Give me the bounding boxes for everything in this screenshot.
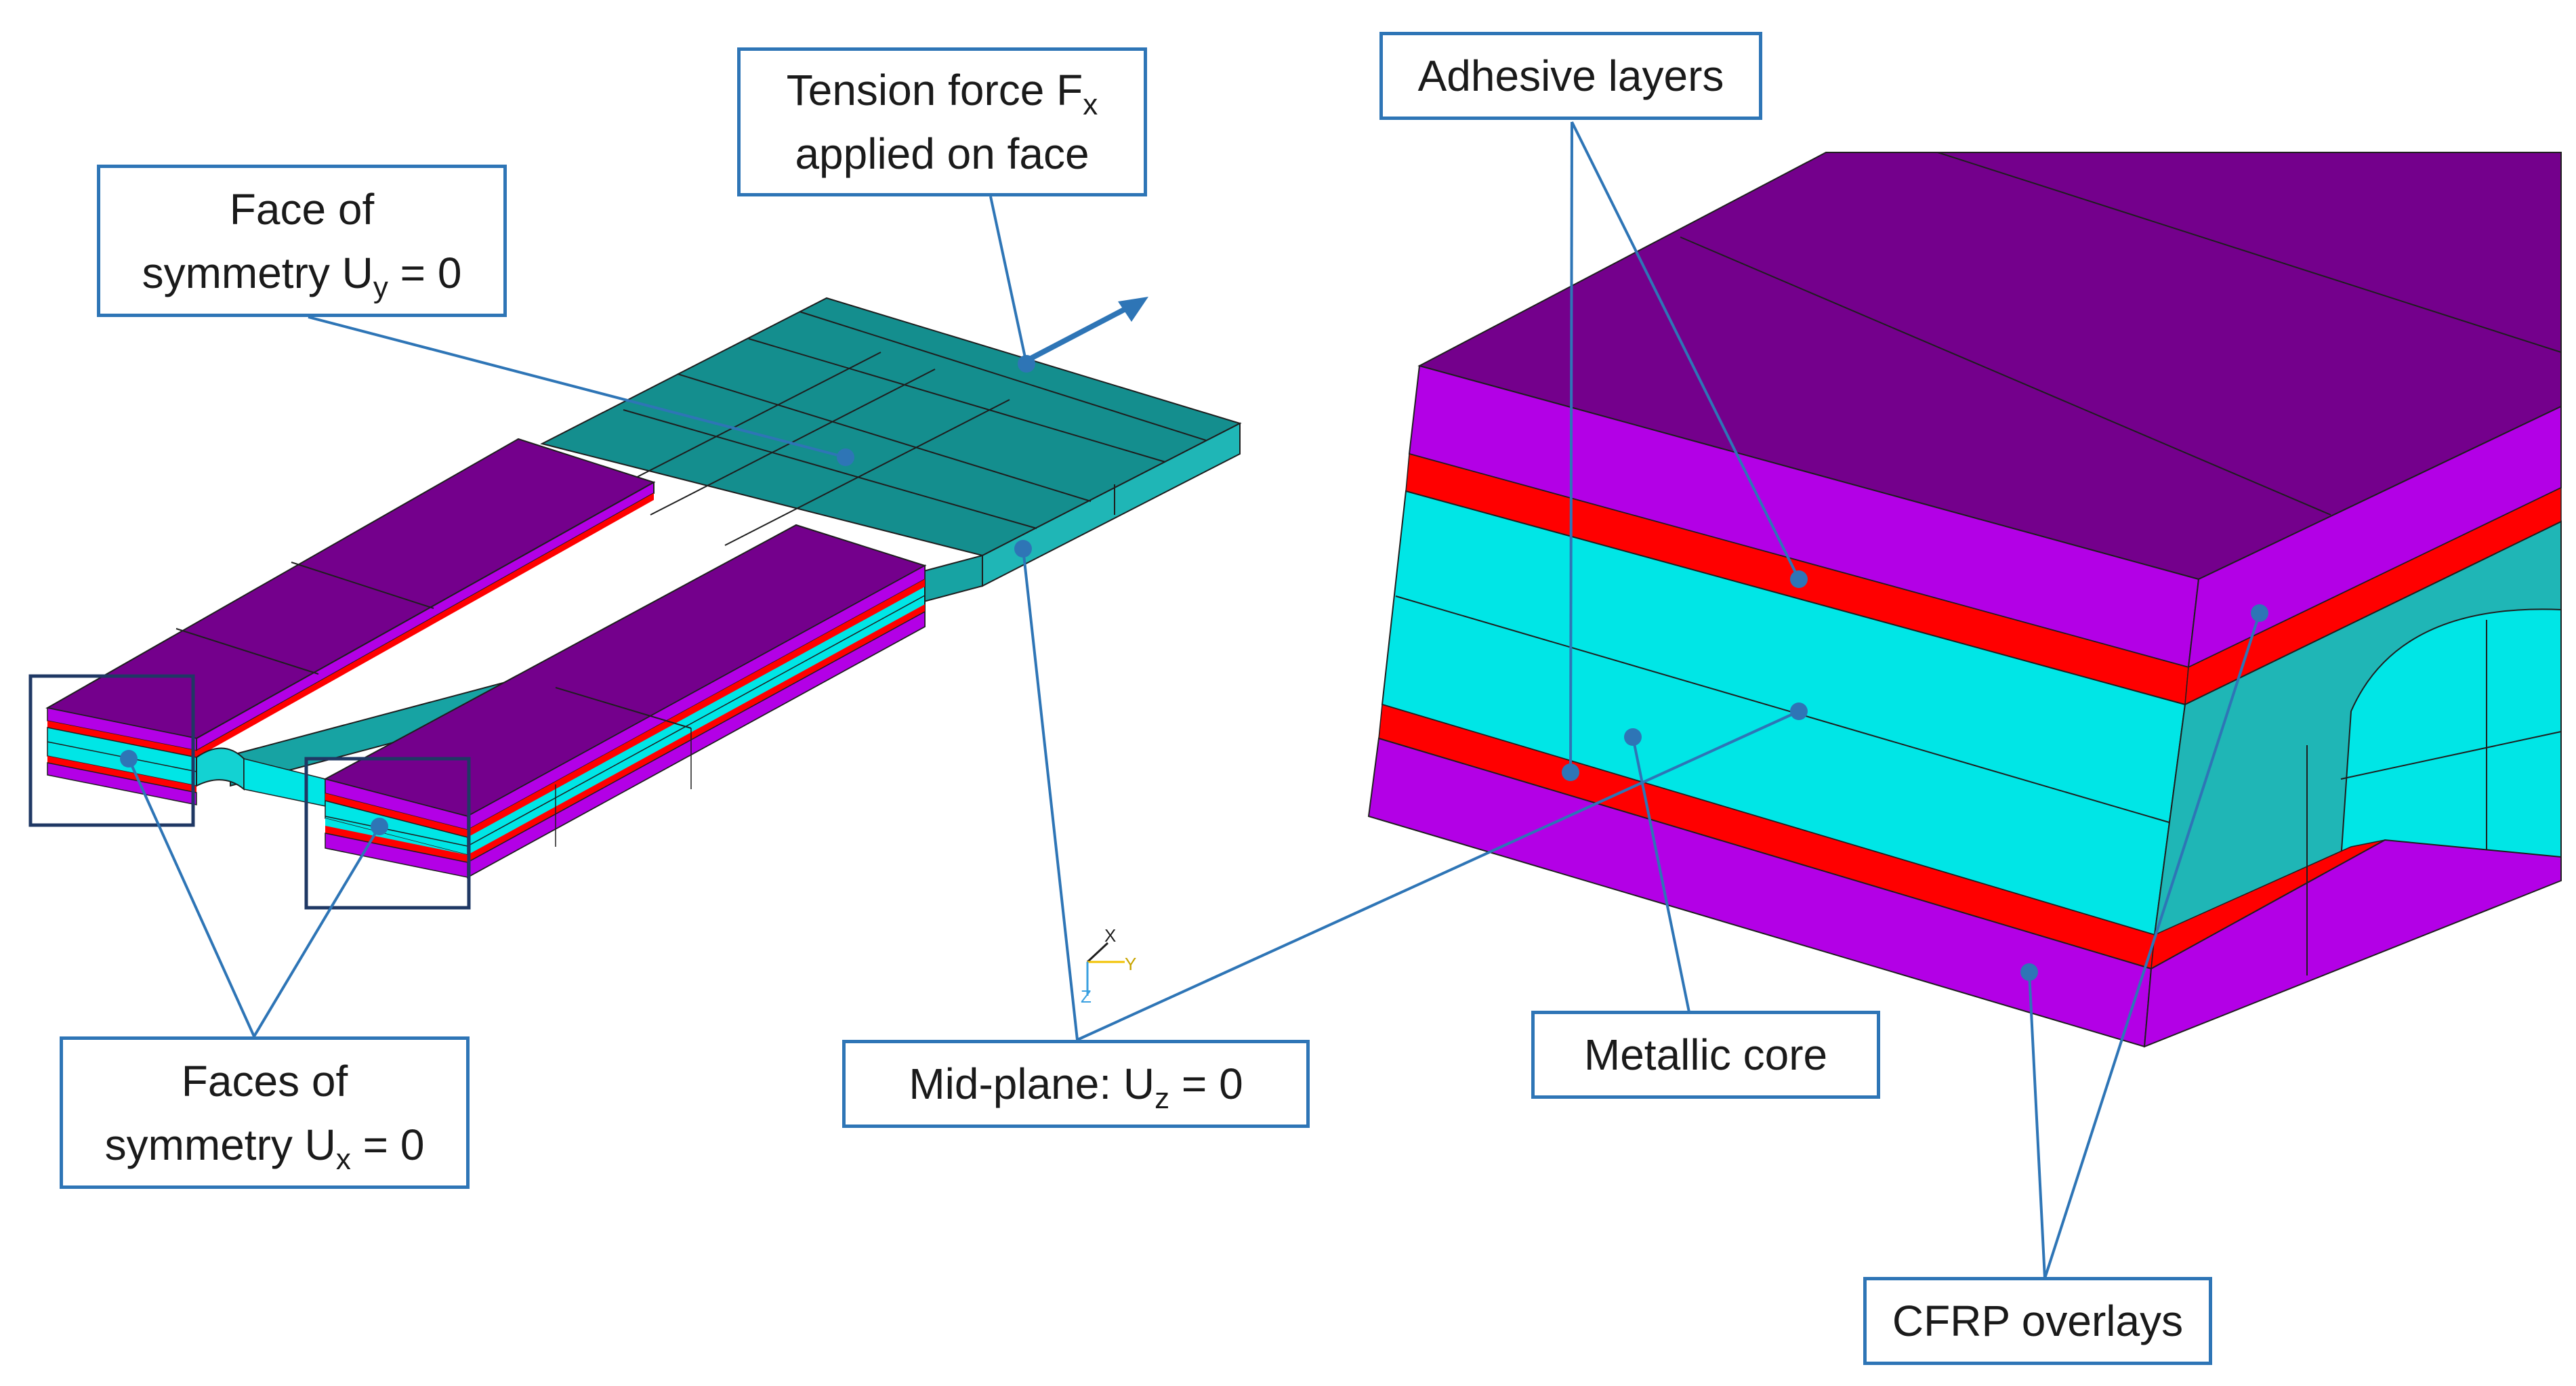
callout-tension-line1: Tension force Fx (786, 66, 1098, 121)
axis-triad: X Y Z (1081, 925, 1136, 1007)
triad-z-label: Z (1081, 986, 1092, 1007)
end-left-adh-top (47, 721, 196, 757)
callout-faces-x-line1: Faces of (181, 1056, 348, 1106)
callout-cfrp-text: CFRP overlays (1892, 1297, 2184, 1345)
callout-tension-line2: applied on face (795, 129, 1089, 178)
end-right-adh-top (325, 793, 468, 837)
leader-lines (127, 121, 2261, 1279)
subscript-x: x (1083, 88, 1098, 121)
callout-cfrp-overlays: CFRP overlays (1863, 1277, 2212, 1365)
callout-adhesive-text: Adhesive layers (1417, 51, 1724, 100)
end-left-adh-bot (47, 756, 196, 793)
detail-cfrp-bot-side (2143, 839, 2562, 1048)
callout-core-text: Metallic core (1583, 1030, 1828, 1079)
end-right-adh-bot (325, 826, 468, 862)
plate-top-face (540, 297, 1242, 557)
symmetry-face-box-right (304, 757, 471, 910)
strip-right-side-adh-bot (468, 604, 925, 862)
callout-mid-plane-text: Mid-plane: Uz = 0 (909, 1059, 1243, 1115)
triad-x-label: X (1104, 925, 1116, 946)
callout-tension-force: Tension force Fx applied on face (737, 47, 1147, 196)
callout-face-y-line1: Face of (229, 184, 375, 234)
callout-faces-x-line2: symmetry Ux = 0 (104, 1120, 425, 1176)
end-right-core2 (325, 818, 468, 855)
overlay-strip-left (45, 438, 656, 757)
subscript-y: y (373, 270, 388, 304)
callout-face-y-line2: symmetry Uy = 0 (142, 248, 462, 304)
symmetry-face-box-left (28, 674, 195, 827)
callout-adhesive-layers: Adhesive layers (1379, 32, 1762, 120)
subscript-x: x (335, 1142, 351, 1176)
zoomed-detail (1367, 152, 2562, 1048)
plate-cutout (196, 747, 245, 791)
end-left-cfrp-bot (47, 762, 197, 805)
full-model: X Y Z (28, 297, 1242, 1007)
callout-face-symmetry-y: Face of symmetry Uy = 0 (97, 165, 507, 317)
leader-dots (120, 355, 2268, 981)
end-face-right (325, 778, 468, 878)
callout-faces-symmetry-x: Faces of symmetry Ux = 0 (60, 1036, 470, 1189)
triad-y-label: Y (1125, 954, 1136, 974)
subscript-z: z (1155, 1082, 1170, 1115)
strip-right-side-adh-top (468, 579, 925, 837)
tension-arrow (1022, 297, 1148, 365)
callout-mid-plane: Mid-plane: Uz = 0 (842, 1040, 1310, 1128)
overlay-strip-right (323, 524, 927, 879)
strip-left-side-adhesive (196, 493, 654, 757)
callout-metallic-core: Metallic core (1531, 1011, 1880, 1099)
plate-mesh-lines (596, 311, 1207, 546)
